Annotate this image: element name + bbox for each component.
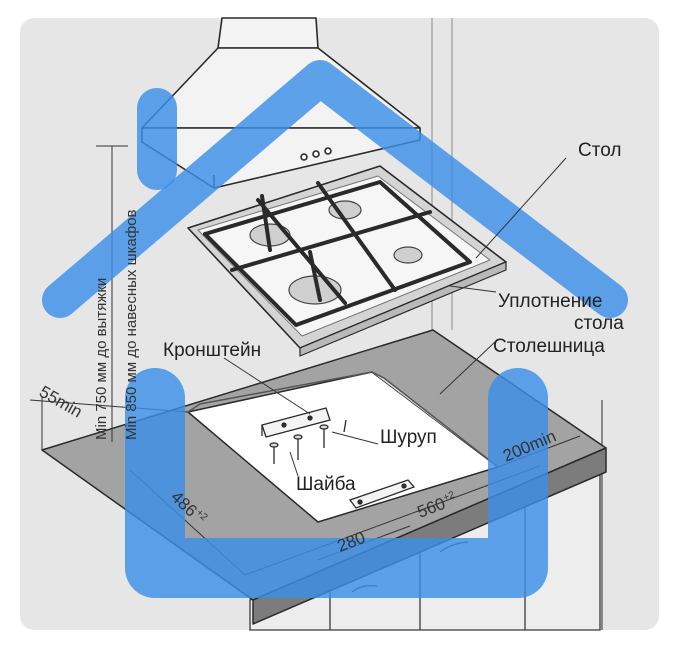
gas-hob-icon (187, 165, 507, 357)
label-table: Стол (578, 140, 621, 161)
leader-lines (223, 157, 567, 477)
house-logo-icon (42, 60, 628, 598)
label-min-hood: Min 750 мм до вытяжки (93, 278, 110, 440)
label-screw: Шуруп (380, 427, 437, 448)
bracket-icon (261, 407, 331, 438)
label-washer: Шайба (296, 474, 356, 495)
label-table-seal-line2: стола (574, 313, 624, 334)
label-countertop: Столешница (493, 336, 605, 357)
countertop-cutout (187, 371, 499, 523)
label-table-seal-line1: Уплотнение (498, 291, 602, 312)
screw-icon (269, 419, 347, 464)
label-bracket: Кронштейн (163, 340, 261, 361)
label-min-cabinets: Min 850 мм до навесных шкафов (123, 209, 140, 440)
dim-width-tolerance: +2 (442, 489, 457, 504)
hob-grates (203, 180, 472, 327)
washer-icon (348, 479, 416, 509)
